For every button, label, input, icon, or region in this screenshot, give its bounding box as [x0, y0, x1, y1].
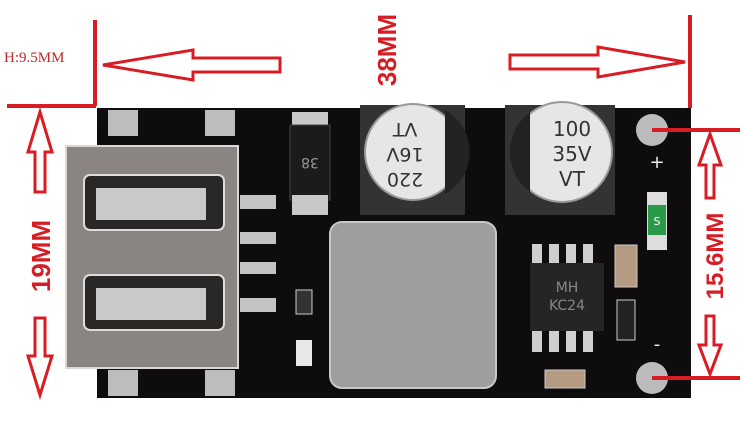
ic-chip: MH KC24 — [530, 244, 604, 352]
fuse-marking: S — [654, 215, 661, 228]
ic-line2: KC24 — [549, 298, 585, 314]
solder-pad — [108, 110, 138, 136]
smd-capacitor — [614, 244, 638, 288]
solder-pad — [205, 110, 235, 136]
smd-resistor — [616, 299, 636, 341]
diode: 38 — [289, 112, 331, 215]
cap-right-line3: VT — [559, 167, 586, 191]
solder-pad — [205, 370, 235, 396]
plus-label: + — [649, 152, 664, 173]
ic-line1: MH — [556, 280, 579, 296]
solder-pad — [108, 370, 138, 396]
diode-marking: 38 — [301, 154, 319, 170]
arrow-up-icon — [25, 106, 55, 194]
smd-capacitor — [544, 369, 586, 389]
arrow-up-icon — [696, 129, 724, 200]
smd-led — [296, 340, 312, 366]
cap-right-line2: 35V — [552, 142, 591, 166]
height-label: H:9.5MM — [4, 50, 64, 66]
fuse: S — [647, 192, 667, 250]
width-label: 19MM — [26, 220, 56, 292]
minus-label: - — [654, 334, 661, 355]
hole-spacing-label: 15.6MM — [702, 213, 729, 300]
usb-pins — [240, 195, 276, 312]
length-label: 38MM — [372, 14, 402, 86]
cap-right-line1: 100 — [553, 117, 591, 141]
arrow-down-icon — [696, 314, 724, 379]
inductor — [329, 221, 497, 389]
usb-connector — [65, 145, 239, 369]
capacitor-220uf: 220 16V VT — [360, 103, 470, 215]
cap-left-line3: VT — [392, 118, 417, 140]
arrow-down-icon — [25, 316, 55, 401]
capacitor-100uf: 100 35V VT — [505, 101, 615, 215]
arrow-left-icon — [102, 48, 282, 82]
cap-left-line1: 220 — [387, 168, 423, 190]
dimension-annotations — [7, 15, 740, 401]
cap-left-line2: 16V — [386, 143, 423, 165]
smd-led — [295, 289, 313, 315]
arrow-right-icon — [508, 45, 686, 79]
